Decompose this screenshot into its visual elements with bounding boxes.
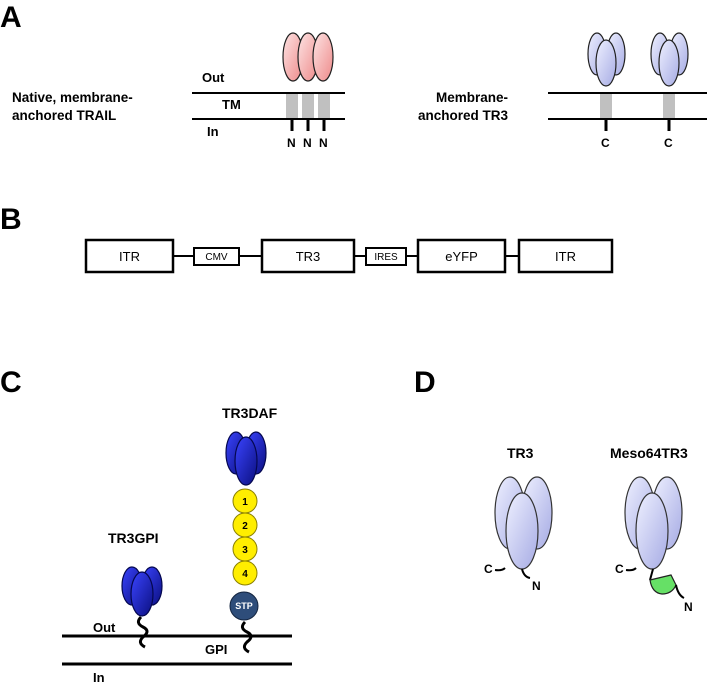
- meso-c-terminus: C: [615, 562, 624, 576]
- tr3-d-c-terminus: C: [484, 562, 493, 576]
- construct-box-cmv: CMV: [193, 247, 240, 266]
- tr3-trimer: [650, 32, 689, 87]
- tr3-monomer: [505, 492, 539, 570]
- panel-d: D TR3 Meso64TR3 C N C N: [414, 366, 693, 614]
- meso64tr3-name-label: Meso64TR3: [610, 445, 688, 461]
- daf-domain-2: 2: [232, 512, 258, 538]
- stp-domain: STP: [229, 591, 259, 621]
- tr3-c-terminus: C: [664, 136, 673, 150]
- daf-domain-1: 1: [232, 488, 258, 514]
- tr3-d-n-terminus: N: [532, 579, 541, 593]
- tr3-n-tail: [521, 568, 531, 579]
- daf-domain-number: 4: [242, 569, 248, 580]
- tr3-monomer: [595, 39, 617, 87]
- tr3-side-label-2: anchored TR3: [418, 108, 509, 123]
- tr3-c-terminus: C: [601, 136, 610, 150]
- construct-box-label: CMV: [205, 252, 228, 263]
- panel-c-label: C: [0, 366, 22, 399]
- meso-n-tail: [675, 584, 685, 599]
- tr3-monomer: [130, 571, 154, 617]
- tr3-name-label: TR3: [507, 445, 534, 461]
- tr3-tm-segments: [600, 93, 675, 119]
- construct-box-label: ITR: [555, 249, 576, 264]
- trail-trimer: [282, 32, 334, 82]
- trail-monomer: [312, 32, 334, 82]
- meso64-domain: [649, 574, 677, 595]
- meso-c-tail: [625, 567, 637, 572]
- panel-b-label: B: [0, 203, 22, 236]
- construct-box-label: eYFP: [445, 249, 478, 264]
- panel-a: A Native, membrane- anchored TRAIL Out T…: [0, 1, 707, 150]
- tr3gpi-protein: [121, 566, 163, 649]
- gpi-label: GPI: [205, 642, 227, 657]
- membrane-in-label: In: [207, 124, 219, 139]
- tr3-trimer: [587, 32, 626, 87]
- construct-box-ires: IRES: [365, 247, 407, 266]
- meso64tr3-trimer: [624, 476, 685, 599]
- tr3-monomer: [635, 492, 669, 570]
- daf-domain-4: 4: [232, 560, 258, 586]
- trail-side-label-1: Native, membrane-: [12, 90, 133, 105]
- tr3gpi-label: TR3GPI: [108, 530, 159, 546]
- trail-side-label-2: anchored TRAIL: [12, 108, 116, 123]
- gpi-anchor-icon: [240, 620, 253, 654]
- tr3-c-tail: [494, 567, 506, 572]
- construct-box-label: ITR: [119, 249, 140, 264]
- panel-d-label: D: [414, 366, 436, 399]
- trail-tm-segments: [286, 93, 330, 119]
- construct-box-label: TR3: [296, 249, 321, 264]
- daf-domain-3: 3: [232, 536, 258, 562]
- membrane-tm-label: TM: [222, 97, 241, 112]
- panel-b: B ITR CMV TR3 IRES eYFP ITR: [0, 203, 614, 274]
- c-in-label: In: [93, 670, 105, 685]
- daf-domain-number: 3: [242, 545, 248, 556]
- gpi-anchor-icon: [136, 615, 149, 649]
- daf-domain-number: 1: [242, 497, 248, 508]
- construct-box-itr-right: ITR: [517, 238, 614, 274]
- tr3-tails: [604, 119, 671, 131]
- panel-a-label: A: [0, 1, 22, 34]
- trail-n-terminus: N: [319, 136, 328, 150]
- membrane-out-label: Out: [202, 70, 225, 85]
- stp-label: STP: [235, 601, 253, 611]
- meso-linker: [649, 568, 654, 581]
- daf-domain-number: 2: [242, 521, 248, 532]
- tr3daf-label: TR3DAF: [222, 405, 278, 421]
- tr3-side-label-1: Membrane-: [436, 90, 508, 105]
- tr3-monomer: [658, 39, 680, 87]
- construct-box-label: IRES: [374, 252, 398, 263]
- panel-c: C TR3GPI TR3DAF Out GPI In 1: [0, 366, 292, 685]
- trail-tails: [290, 119, 326, 131]
- trail-n-terminus: N: [303, 136, 312, 150]
- tr3-soluble-trimer: [494, 476, 553, 579]
- construct-box-itr-left: ITR: [84, 238, 175, 274]
- construct-box-tr3: TR3: [260, 238, 356, 274]
- meso-n-terminus: N: [684, 600, 693, 614]
- construct-box-eyfp: eYFP: [416, 238, 507, 274]
- trail-n-terminus: N: [287, 136, 296, 150]
- tr3daf-protein: 1 2 3 4 STP: [225, 431, 267, 654]
- tr3-monomer: [234, 436, 258, 486]
- c-out-label: Out: [93, 620, 116, 635]
